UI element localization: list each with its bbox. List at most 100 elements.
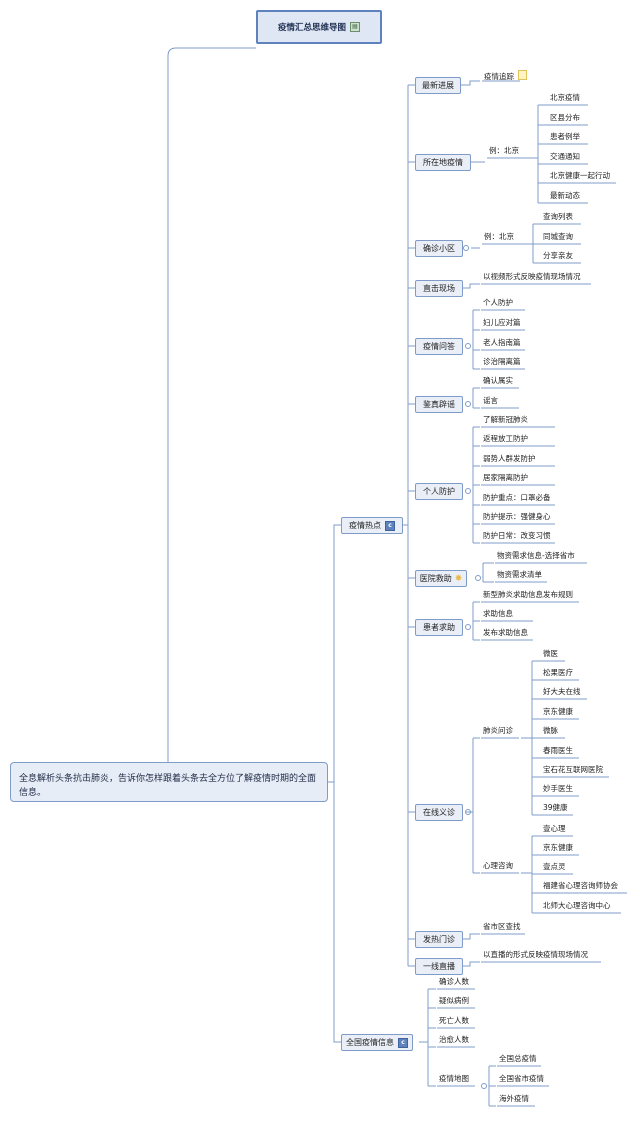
leaf-psych-text: 福建省心理咨询师协会 <box>543 881 618 890</box>
leaf-patient: 新型肺炎求助信息发布规则 <box>483 591 573 599</box>
leaf-pneumonia-text: 微医 <box>543 649 558 658</box>
leaf-patient-text: 发布求助信息 <box>483 628 528 637</box>
node-fever-text: 发热门诊 <box>423 935 455 944</box>
leaf-frontline: 以直播的形式反映疫情现场情况 <box>483 951 588 959</box>
node-hospital-text: 医院救助 <box>419 574 452 583</box>
leaf-psych-text: 壹点灵 <box>543 862 566 871</box>
leaf-national-text: 疑似病例 <box>439 996 469 1005</box>
leaf-protect-text: 返程放工防护 <box>483 434 528 443</box>
leaf-local: 北京疫情 <box>550 94 580 102</box>
leaf-qa: 妇儿应对篇 <box>483 319 521 327</box>
node-local: 所在地疫情 <box>415 154 471 171</box>
leaf-pneumonia-text: 39健康 <box>543 803 568 812</box>
leaf-community-text: 分享亲友 <box>543 251 573 260</box>
leaf-latest: 疫情追踪 <box>484 70 527 81</box>
leaf-pneumonia-text: 妙手医生 <box>543 784 573 793</box>
node-online: 在线义诊 <box>415 804 463 821</box>
leaf-map: 海外疫情 <box>499 1095 529 1103</box>
leaf-psych: 京东健康 <box>543 844 573 852</box>
leaf-map-text: 全国省市疫情 <box>499 1074 544 1083</box>
leaf-local: 患者例举 <box>550 133 580 141</box>
leaf-hospital: 物资需求清单 <box>497 571 542 579</box>
leaf-community: 分享亲友 <box>543 252 573 260</box>
collapse-icon[interactable]: c <box>385 520 395 531</box>
leaf-local-text: 北京疫情 <box>550 93 580 102</box>
root-grid-icon[interactable]: ▤ <box>350 22 360 32</box>
leaf-community: 同城查询 <box>543 233 573 241</box>
leaf-pneumonia: 京东健康 <box>543 708 573 716</box>
leaf-live-text: 以视频形式反映疫情现场情况 <box>483 272 581 281</box>
leaf-map-text: 海外疫情 <box>499 1094 529 1103</box>
leaf-qa-text: 诊治隔离篇 <box>483 357 521 366</box>
leaf-local-text: 北京健康一起行动 <box>550 171 610 180</box>
leaf-patient-text: 求助信息 <box>483 609 513 618</box>
leaf-protect: 防护日常：改变习惯 <box>483 532 551 540</box>
leaf-community-text: 同城查询 <box>543 232 573 241</box>
node-rumor: 鉴真辟谣 <box>415 396 463 413</box>
leaf-pneumonia-text: 松果医疗 <box>543 668 573 677</box>
mid-map-text: 疫情地图 <box>439 1074 469 1083</box>
leaf-pneumonia: 妙手医生 <box>543 785 573 793</box>
collapse-icon[interactable]: c <box>398 1037 408 1048</box>
node-frontline: 一线直播 <box>415 958 463 975</box>
leaf-protect: 居家隔离防护 <box>483 474 528 482</box>
node-protect-text: 个人防护 <box>423 487 455 496</box>
leaf-patient: 求助信息 <box>483 610 513 618</box>
leaf-fever: 省市区查找 <box>483 923 521 931</box>
leaf-pneumonia: 微脉 <box>543 727 558 735</box>
node-hospital: 医院救助✸ <box>415 570 467 587</box>
leaf-rumor: 谣言 <box>483 397 498 405</box>
mid-pneumonia-text: 肺炎问诊 <box>483 726 513 735</box>
leaf-map: 全国总疫情 <box>499 1055 537 1063</box>
leaf-frontline-text: 以直播的形式反映疫情现场情况 <box>483 950 588 959</box>
leaf-protect: 弱势人群发防护 <box>483 455 536 463</box>
leaf-fever-text: 省市区查找 <box>483 922 521 931</box>
node-latest-text: 最新进展 <box>422 81 454 90</box>
leaf-qa: 诊治隔离篇 <box>483 358 521 366</box>
leaf-protect-text: 防护重点：口罩必备 <box>483 493 551 502</box>
node-qa: 疫情问答 <box>415 338 463 355</box>
leaf-pneumonia-text: 微脉 <box>543 726 558 735</box>
leaf-local-text: 患者例举 <box>550 132 580 141</box>
leaf-hospital-text: 物资需求清单 <box>497 570 542 579</box>
leaf-psych: 壹心理 <box>543 825 566 833</box>
leaf-psych: 北师大心理咨询中心 <box>543 902 611 910</box>
mid-local-text: 例：北京 <box>489 146 519 155</box>
node-protect: 个人防护 <box>415 483 463 500</box>
leaf-protect: 防护提示：强健身心 <box>483 513 551 521</box>
leaf-local: 交通通知 <box>550 153 580 161</box>
leaf-patient-text: 新型肺炎求助信息发布规则 <box>483 590 573 599</box>
note-icon[interactable] <box>518 70 527 80</box>
mid-local: 例：北京 <box>489 147 519 155</box>
leaf-psych-text: 京东健康 <box>543 843 573 852</box>
branch-national-text: 全国疫情信息 <box>346 1038 394 1047</box>
leaf-rumor-text: 确认属实 <box>483 376 513 385</box>
leaf-patient: 发布求助信息 <box>483 629 528 637</box>
branch-hot-text: 疫情热点 <box>349 521 381 530</box>
leaf-rumor: 确认属实 <box>483 377 513 385</box>
leaf-pneumonia-text: 春雨医生 <box>543 746 573 755</box>
node-rumor-text: 鉴真辟谣 <box>423 400 455 409</box>
leaf-national-text: 确诊人数 <box>439 977 469 986</box>
leaf-local-text: 交通通知 <box>550 152 580 161</box>
leaf-qa-text: 个人防护 <box>483 298 513 307</box>
leaf-protect: 防护重点：口罩必备 <box>483 494 551 502</box>
leaf-local: 区县分布 <box>550 114 580 122</box>
leaf-psych: 壹点灵 <box>543 863 566 871</box>
leaf-protect-text: 防护提示：强健身心 <box>483 512 551 521</box>
node-fever: 发热门诊 <box>415 931 463 948</box>
leaf-national: 确诊人数 <box>439 978 469 986</box>
mid-community-text: 例：北京 <box>484 232 514 241</box>
leaf-protect-text: 居家隔离防护 <box>483 473 528 482</box>
node-qa-text: 疫情问答 <box>423 342 455 351</box>
mid-pneumonia: 肺炎问诊 <box>483 727 513 735</box>
leaf-pneumonia: 39健康 <box>543 804 568 812</box>
leaf-map-text: 全国总疫情 <box>499 1054 537 1063</box>
leaf-pneumonia: 松果医疗 <box>543 669 573 677</box>
mid-community: 例：北京 <box>484 233 514 241</box>
node-community: 确诊小区 <box>415 240 463 257</box>
root-title: 疫情汇总思维导图▤ <box>256 10 382 44</box>
node-frontline-text: 一线直播 <box>423 962 455 971</box>
node-patient-text: 患者求助 <box>423 623 455 632</box>
leaf-national: 死亡人数 <box>439 1017 469 1025</box>
